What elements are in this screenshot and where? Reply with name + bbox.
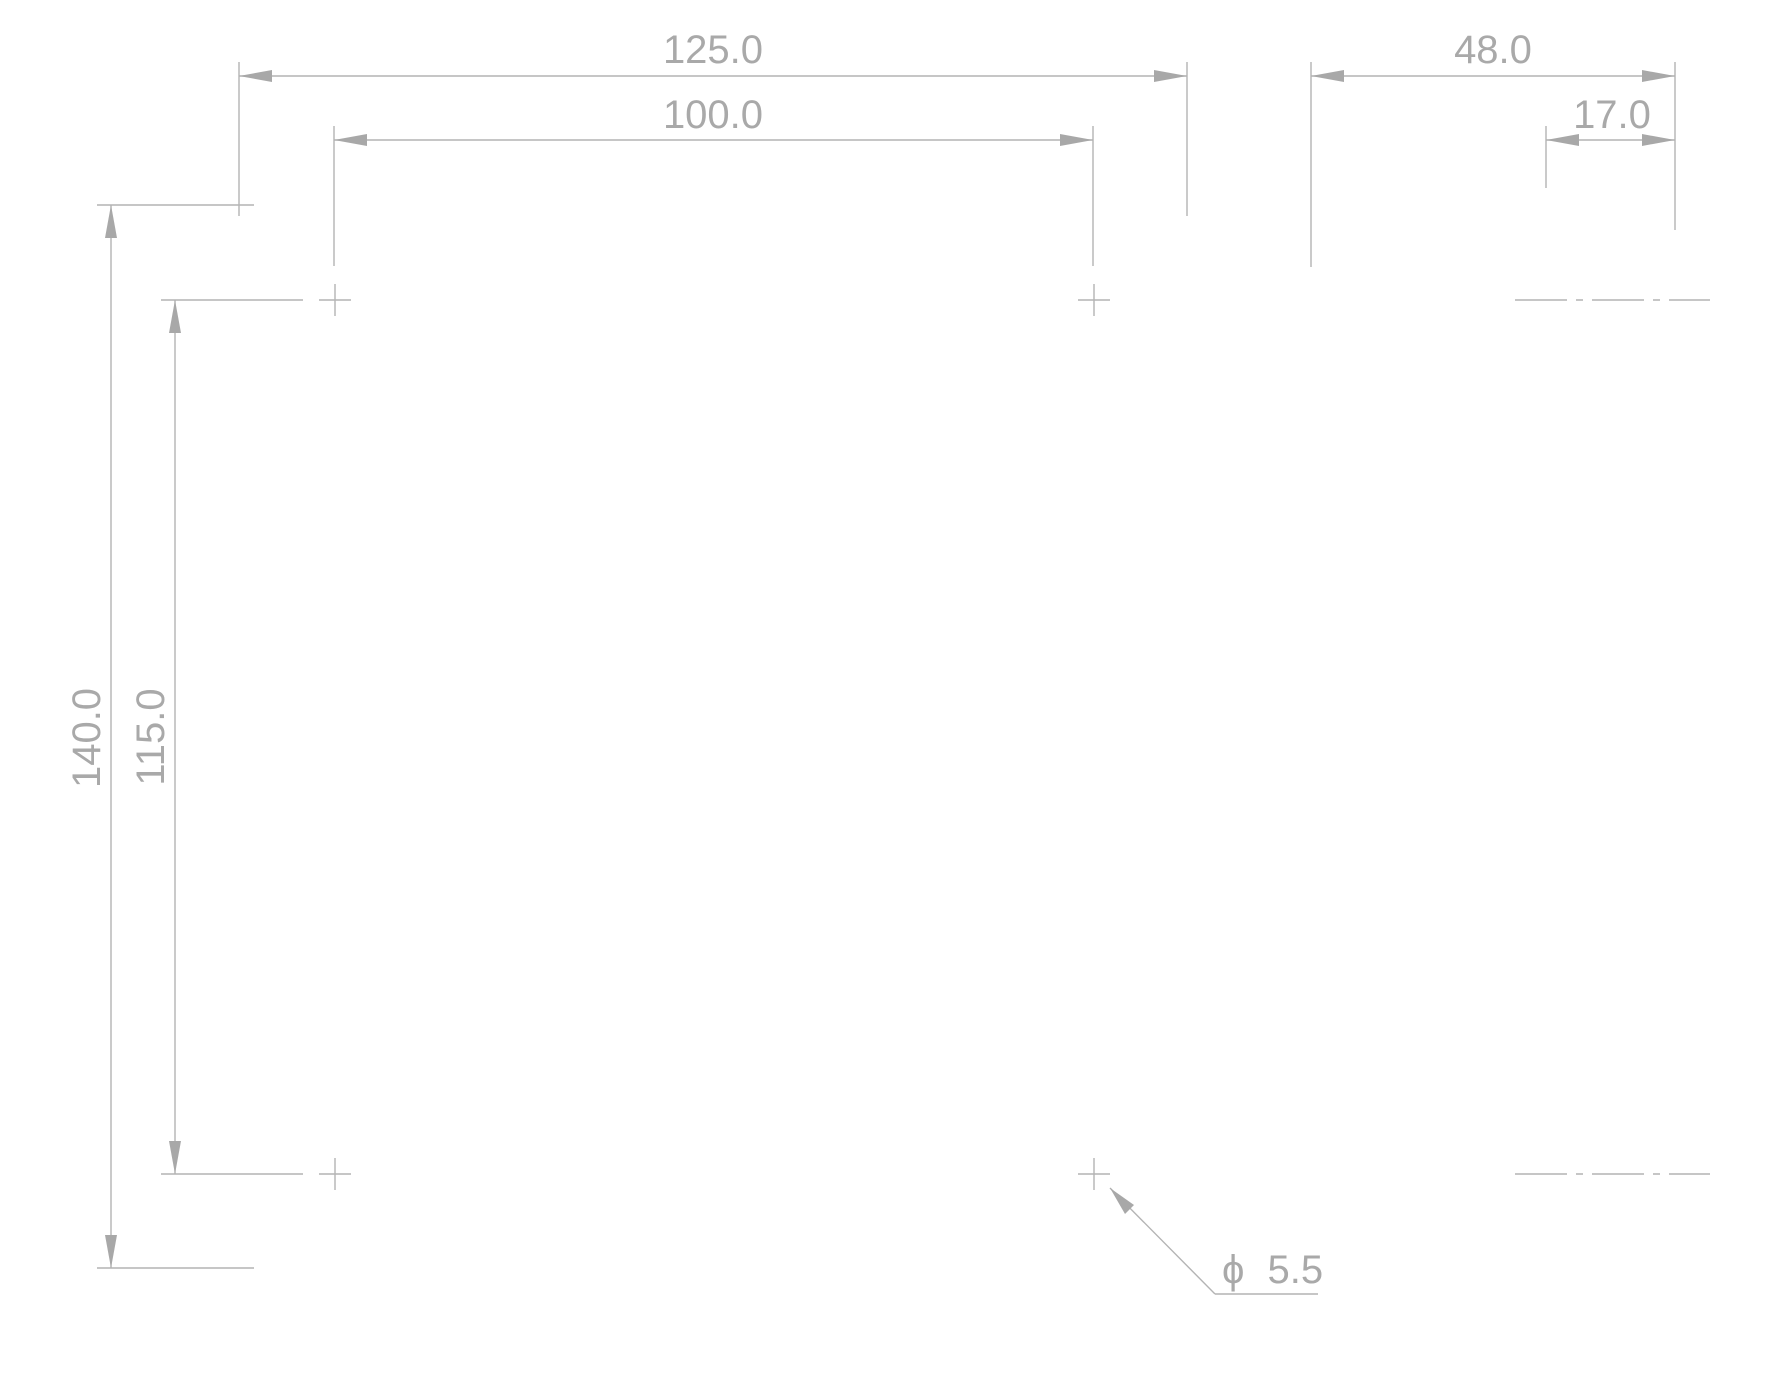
arrowhead xyxy=(169,300,181,333)
hole-center-top-left xyxy=(319,284,351,316)
arrowhead xyxy=(1311,70,1344,82)
arrowhead xyxy=(1642,70,1675,82)
hole-center-bottom-right xyxy=(1078,1158,1110,1190)
dimension-label-side-offset: 17.0 xyxy=(1573,93,1651,137)
dimension-hole-spacing-vertical: 115.0 xyxy=(129,299,303,1175)
arrowhead xyxy=(1060,134,1093,146)
dimension-side-offset: 17.0 xyxy=(1545,93,1675,188)
dimension-side-depth: 48.0 xyxy=(1310,28,1676,267)
dimension-label-hole-spacing-vertical: 115.0 xyxy=(129,688,173,785)
arrowhead xyxy=(1110,1188,1134,1214)
arrowhead xyxy=(334,134,367,146)
arrowhead xyxy=(239,70,272,82)
hole-center-bottom-left xyxy=(319,1158,351,1190)
arrowhead xyxy=(105,205,117,238)
arrowhead xyxy=(1642,134,1675,146)
diameter-value: 5.5 xyxy=(1268,1248,1324,1292)
dimension-outer-height: 140.0 xyxy=(65,204,254,1269)
hole-diameter-label: ϕ 5.5 xyxy=(1222,1248,1323,1292)
arrowhead xyxy=(1546,134,1579,146)
dimension-label-hole-spacing-horizontal: 100.0 xyxy=(663,93,763,137)
hole-diameter-callout: ϕ 5.5 xyxy=(1109,1187,1323,1295)
hole-center-top-right xyxy=(1078,284,1110,316)
dimension-label-outer-width: 125.0 xyxy=(663,28,763,72)
diameter-symbol: ϕ xyxy=(1222,1248,1244,1292)
arrowhead xyxy=(105,1235,117,1268)
arrowhead xyxy=(169,1141,181,1174)
arrowhead xyxy=(1154,70,1187,82)
dimension-outer-width: 125.0 xyxy=(238,28,1188,216)
dimension-label-outer-height: 140.0 xyxy=(65,688,109,788)
dimension-hole-spacing-horizontal: 100.0 xyxy=(333,93,1094,266)
dimension-label-side-depth: 48.0 xyxy=(1454,28,1532,72)
